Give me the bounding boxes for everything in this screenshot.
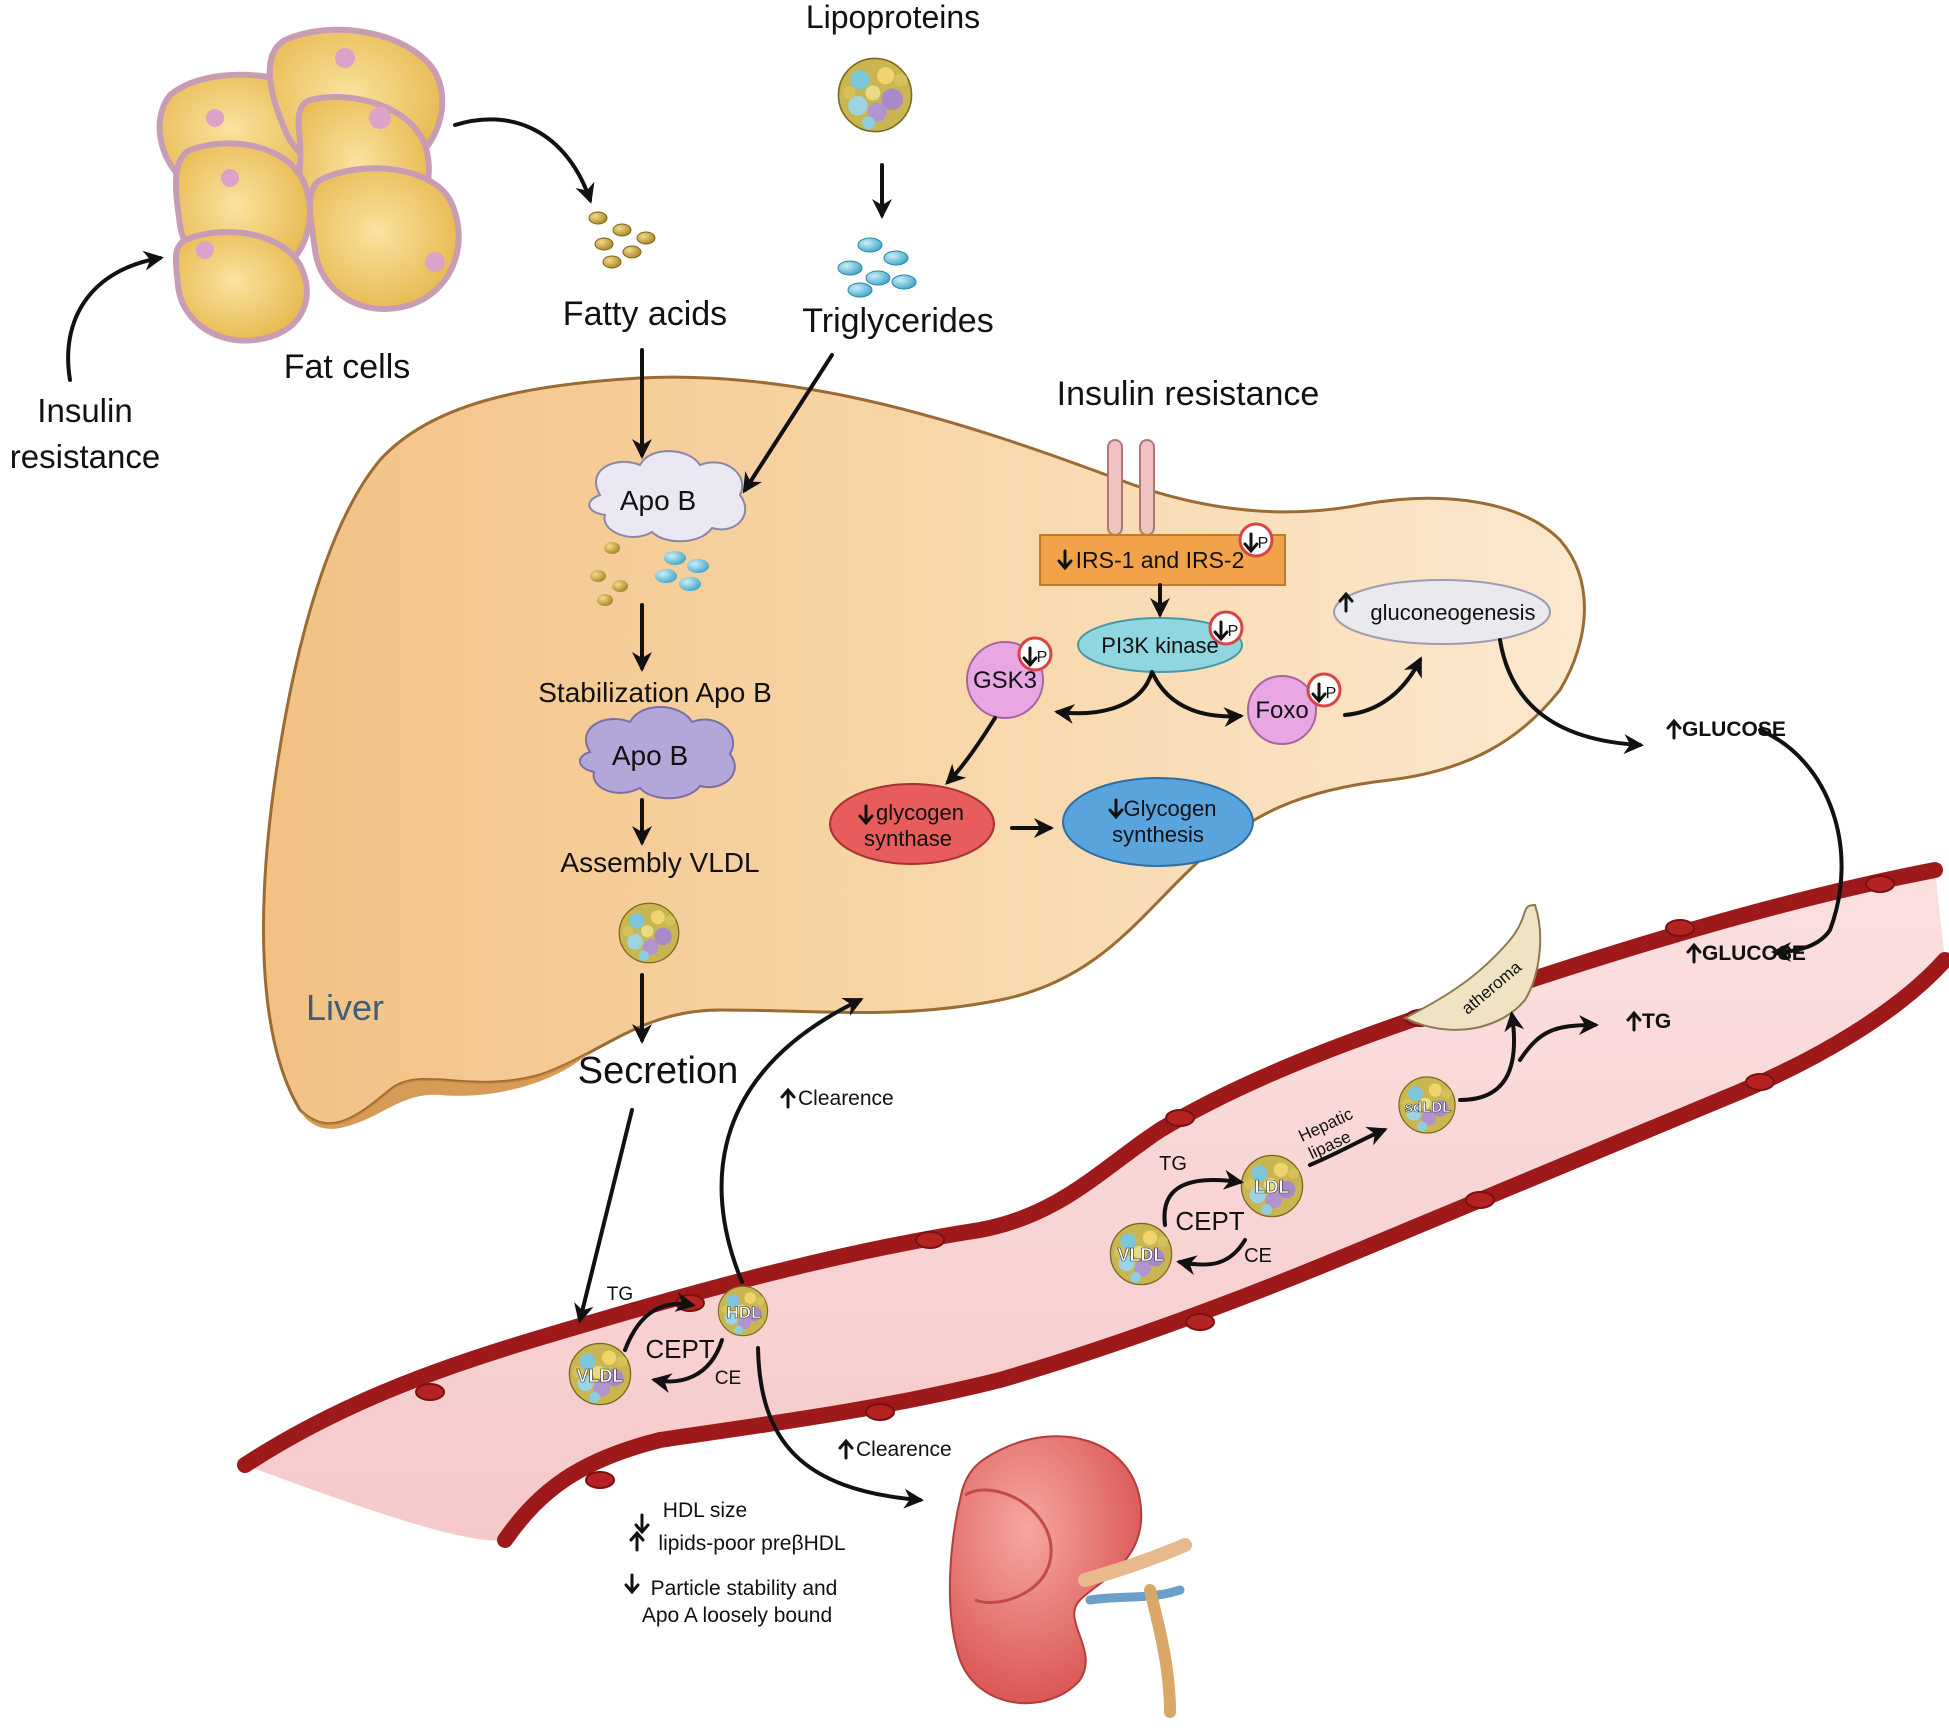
gsk3-label: GSK3: [973, 667, 1037, 694]
glycogen-synthesis-label-2: synthesis: [1112, 822, 1204, 847]
blood-vessel: [245, 870, 1945, 1541]
liver-label: Liver: [306, 987, 384, 1028]
glycogen-synthase-node: [829, 783, 995, 865]
phospho-label-pi3k: P: [1228, 623, 1239, 640]
ldl-label: LDL: [1255, 1177, 1290, 1197]
cept-right-label: CEPT: [1175, 1206, 1244, 1236]
tg-right-label: TG: [1159, 1153, 1187, 1175]
fat-cells-image: [156, 26, 462, 344]
particle-stability-label-1: Particle stability and: [651, 1577, 838, 1600]
hdl-label: HDL: [727, 1303, 762, 1322]
sdldl-label: sdLDL: [1405, 1099, 1452, 1116]
clearance-label-1: Clearence: [798, 1087, 894, 1110]
apo-b-label-2: Apo B: [612, 740, 688, 771]
irs-label: IRS-1 and IRS-2: [1076, 547, 1245, 573]
assembly-vldl-label: Assembly VLDL: [560, 847, 759, 878]
secretion-label: Secretion: [578, 1050, 739, 1092]
tg-up-label: TG: [1642, 1010, 1671, 1033]
tg-left-label: TG: [607, 1284, 633, 1305]
glycogen-synthase-label-1: glycogen: [876, 800, 964, 825]
vldl-left-label: VLDL: [577, 1366, 624, 1386]
triglycerides-label: Triglycerides: [802, 302, 993, 340]
phospho-label-irs: P: [1258, 535, 1269, 552]
particle-stability-label-2: Apo A loosely bound: [642, 1604, 832, 1627]
lipoproteins-label: Lipoproteins: [806, 0, 980, 35]
atheroma-plaque: [1402, 903, 1542, 1031]
pi3k-label: PI3K kinase: [1101, 633, 1218, 658]
up-down-mini-arrows: [624, 532, 1702, 1595]
fat-cells-label: Fat cells: [284, 348, 411, 386]
insulin-resistance-top-label: Insulin resistance: [1057, 375, 1320, 413]
phospho-label-foxo: P: [1326, 685, 1337, 702]
ce-right-label: CE: [1244, 1245, 1272, 1267]
arrows: [66, 117, 1844, 1509]
apo-b-cloud-1: [588, 450, 747, 543]
glucose-label-2: GLUCOSE: [1702, 942, 1806, 965]
cept-left-label: CEPT: [645, 1334, 714, 1364]
lipoprotein-particle-icon: [837, 57, 913, 133]
glycogen-synthesis-label-1: Glycogen: [1124, 796, 1217, 821]
ce-left-label: CE: [715, 1368, 741, 1389]
gluconeogenesis-node: [1333, 579, 1551, 645]
kidney-image: [948, 1435, 1192, 1718]
liver-bottom-shade: [300, 1052, 590, 1129]
fatty-acids-label: Fatty acids: [563, 295, 727, 333]
vldl-right-label: VLDL: [1118, 1245, 1165, 1265]
phospho-label-gsk3: P: [1037, 649, 1048, 666]
insulin-resistance-left-line2: resistance: [10, 438, 160, 475]
mixed-droplets: [590, 542, 709, 606]
vessel-wall-top: [237, 862, 1943, 1473]
stabilization-label: Stabilization Apo B: [538, 677, 772, 708]
apo-b-label-1: Apo B: [620, 485, 696, 516]
gluconeogenesis-label: gluconeogenesis: [1370, 600, 1535, 625]
pi3k-node: [1077, 617, 1243, 673]
fatty-acid-droplets: [588, 211, 656, 269]
vldl-particle-liver-icon: [618, 902, 680, 964]
foxo-label: Foxo: [1255, 697, 1308, 724]
insulin-receptor-icon: [1107, 439, 1155, 536]
vessel-endothelial-cells: [415, 875, 1895, 1489]
triglyceride-droplets: [837, 237, 917, 298]
insulin-resistance-left-line1: Insulin: [37, 392, 132, 429]
glucose-label-1: GLUCOSE: [1682, 718, 1786, 741]
glycogen-synthesis-node: [1062, 777, 1254, 867]
foxo-node: [1247, 675, 1317, 745]
clearance-label-2: Clearence: [856, 1438, 952, 1461]
apo-b-cloud-2: [579, 706, 736, 800]
glycogen-synthase-label-2: synthase: [864, 826, 952, 851]
vessel-wall-bottom: [497, 952, 1949, 1548]
hdl-size-label: HDL size: [663, 1499, 747, 1522]
prebeta-hdl-label: lipids-poor preβHDL: [658, 1532, 845, 1555]
liver-shape: [262, 375, 1586, 1126]
